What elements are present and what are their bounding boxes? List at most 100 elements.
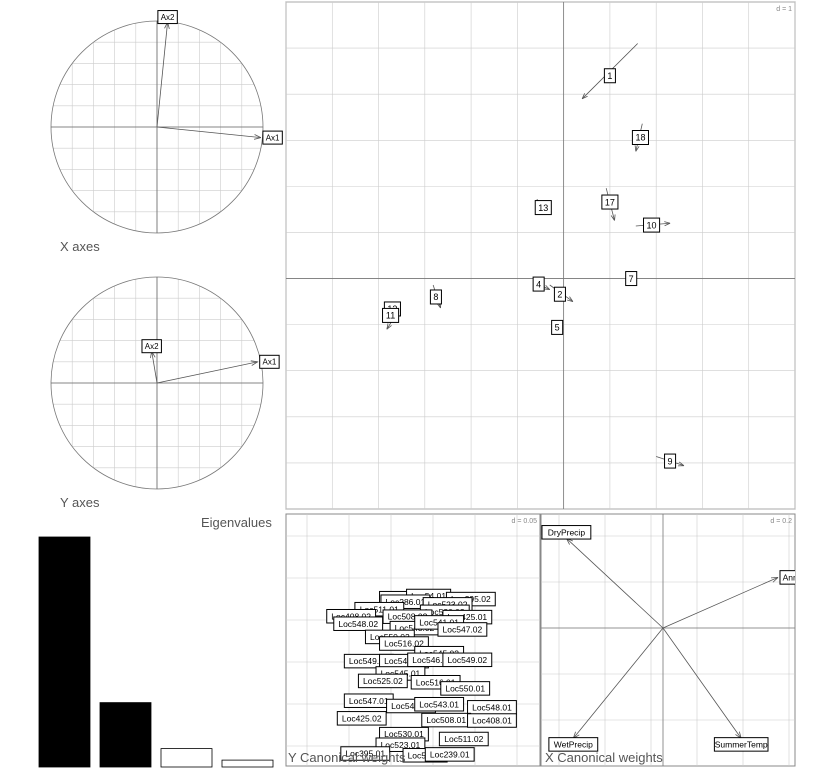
point-label-10: 10 xyxy=(643,217,661,233)
y-weight-Loc408.02-text: Loc408.02 xyxy=(331,611,371,621)
x-axes-circle-label-Ax2: Ax2 xyxy=(157,10,178,25)
point-label-2-box xyxy=(553,286,566,302)
y-axes-circle-label-Ax1-box xyxy=(259,354,280,369)
eigenvalues-label: Eigenvalues xyxy=(201,515,272,530)
y-weight-Loc239.01-text: Loc239.01 xyxy=(430,749,470,759)
point-label-4: 4 xyxy=(532,276,545,292)
y-weight-Loc549.02: Loc549.02 xyxy=(442,652,493,668)
point-label-11: 11 xyxy=(382,307,400,323)
y-weight-Loc549.02-box xyxy=(442,652,493,668)
y-axes-circle-label-Ax1-text: Ax1 xyxy=(263,358,277,367)
y-weight-Loc408.01-box xyxy=(467,713,517,728)
y-weight-Loc425.02-text: Loc425.02 xyxy=(342,713,382,723)
y-weight-Loc546.02-text: Loc546.02 xyxy=(384,656,424,666)
point-label-7-box xyxy=(625,271,638,287)
y-weight-Loc286.01-text: Loc286.01 xyxy=(386,597,426,607)
y-weight-Loc525.02: Loc525.02 xyxy=(357,673,408,689)
y-axes-circle-vector-Ax1-head-b xyxy=(250,360,258,363)
point-label-1-box xyxy=(603,68,616,84)
point-arrow-11-head-b xyxy=(386,325,392,330)
x-axes-circle-vector-Ax1-line xyxy=(156,126,261,138)
point-label-9: 9 xyxy=(664,453,677,469)
y-weight-Loc543.01-box xyxy=(414,696,465,712)
y-weight-Loc511.02-box xyxy=(438,731,489,747)
y-canonical-weights-panel: Loc229.02Loc54.01Loc286.01Loc395.02Loc52… xyxy=(285,513,541,767)
y-weight-Loc543.01: Loc543.01 xyxy=(414,696,465,712)
y-axes-circle-vector-Ax1 xyxy=(156,360,258,384)
y-weight-Loc550.01-box xyxy=(440,681,491,696)
main-scale-label: d = 1 xyxy=(776,6,792,13)
point-arrow-18-head-a xyxy=(634,145,637,152)
x-weight-label-WetPrecip-text: WetPrecip xyxy=(554,739,593,749)
point-label-11-text: 11 xyxy=(386,311,395,321)
y-weight-Loc508.01-text: Loc508.01 xyxy=(426,715,466,725)
point-label-17-box xyxy=(601,194,619,210)
x-weight-label-DryPrecip: DryPrecip xyxy=(541,525,592,540)
y-weight-Loc508.02-text: Loc508.02 xyxy=(388,612,428,622)
y-weight-Loc550.01: Loc550.01 xyxy=(440,681,491,696)
y-weight-Loc523.01-text: Loc523.01 xyxy=(381,740,421,750)
point-label-4-box xyxy=(532,276,545,292)
point-arrow-10-head-a xyxy=(664,222,671,227)
x-weights-scale-label: d = 0.2 xyxy=(770,518,792,525)
x-weight-label-Annu-box xyxy=(779,570,795,585)
eigenvalue-bar-3 xyxy=(160,748,213,768)
y-weight-Loc408.01: Loc408.01 xyxy=(467,713,517,728)
point-label-1: 1 xyxy=(603,68,616,84)
eigenvalue-bars xyxy=(38,536,274,768)
y-weight-Loc239.01: Loc239.01 xyxy=(424,747,475,762)
point-label-2-text: 2 xyxy=(557,289,562,299)
x-axes-circle-vector-Ax1-head-a xyxy=(253,137,261,140)
y-weight-Loc511.02-text: Loc511.02 xyxy=(444,734,483,744)
point-label-11-box xyxy=(382,307,400,323)
x-weight-label-WetPrecip-box xyxy=(548,737,599,752)
point-arrow-10-head-b xyxy=(664,221,671,224)
point-label-8-box xyxy=(429,289,442,305)
eigenvalue-bar-1 xyxy=(38,536,91,768)
y-weight-Loc549.02-text: Loc549.02 xyxy=(447,655,487,665)
point-label-5-box xyxy=(551,319,564,335)
y-axes-circle-vector-Ax2 xyxy=(150,351,158,384)
y-axes-circle-label-Ax1: Ax1 xyxy=(259,354,280,369)
point-label-7-text: 7 xyxy=(629,274,634,284)
x-weight-arrow-SummerTemp-line xyxy=(662,627,742,739)
y-axes-circle-vector-Ax2-line xyxy=(151,351,158,384)
y-weight-Loc425.02-box xyxy=(336,711,387,726)
y-weight-Loc511.02: Loc511.02 xyxy=(438,731,489,747)
y-axes-circle-vector-Ax1-line xyxy=(156,361,258,384)
y-weight-Loc525.02-text: Loc525.02 xyxy=(363,676,403,686)
main-plot: d = 11181710137425812119 xyxy=(285,1,796,510)
x-weight-label-SummerTemp: SummerTemp xyxy=(713,737,769,752)
y-weight-Loc547.01-text: Loc547.01 xyxy=(349,696,389,706)
point-arrow-11-head-a xyxy=(386,323,389,330)
point-arrow-4-head-b xyxy=(545,284,551,290)
y-weight-Loc546.01-text: Loc546.01 xyxy=(412,655,452,665)
point-arrow-18-head-b xyxy=(635,146,640,152)
point-label-5: 5 xyxy=(551,319,564,335)
y-weight-Loc508.01: Loc508.01 xyxy=(421,712,472,728)
y-weight-Loc425.02: Loc425.02 xyxy=(336,711,387,726)
point-label-17: 17 xyxy=(601,194,619,210)
point-label-18-box xyxy=(631,130,649,146)
x-axes-label: X axes xyxy=(60,239,100,254)
x-weight-arrow-Annu xyxy=(662,577,779,629)
y-weight-Loc516.01-text: Loc516.01 xyxy=(416,677,456,687)
y-weight-Loc525.02-box xyxy=(357,673,408,689)
point-arrow-2-head-a xyxy=(567,299,573,302)
y-weight-Loc511.01-text: Loc511.01 xyxy=(360,604,399,614)
point-label-13-text: 13 xyxy=(538,203,548,213)
point-label-9-box xyxy=(664,453,677,469)
point-label-4-text: 4 xyxy=(536,279,541,289)
x-weight-label-SummerTemp-text: SummerTemp xyxy=(715,739,768,749)
y-axes-circle-label-Ax2-text: Ax2 xyxy=(145,342,159,351)
y-weight-Loc547.02: Loc547.02 xyxy=(437,622,488,637)
y-weight-Loc545.01-text: Loc545.01 xyxy=(381,669,421,679)
main-plot-frame xyxy=(285,1,796,510)
point-arrow-4-head-a xyxy=(543,288,550,291)
y-weights-labels: Loc229.02Loc54.01Loc286.01Loc395.02Loc52… xyxy=(326,588,517,763)
point-label-13: 13 xyxy=(534,200,552,216)
